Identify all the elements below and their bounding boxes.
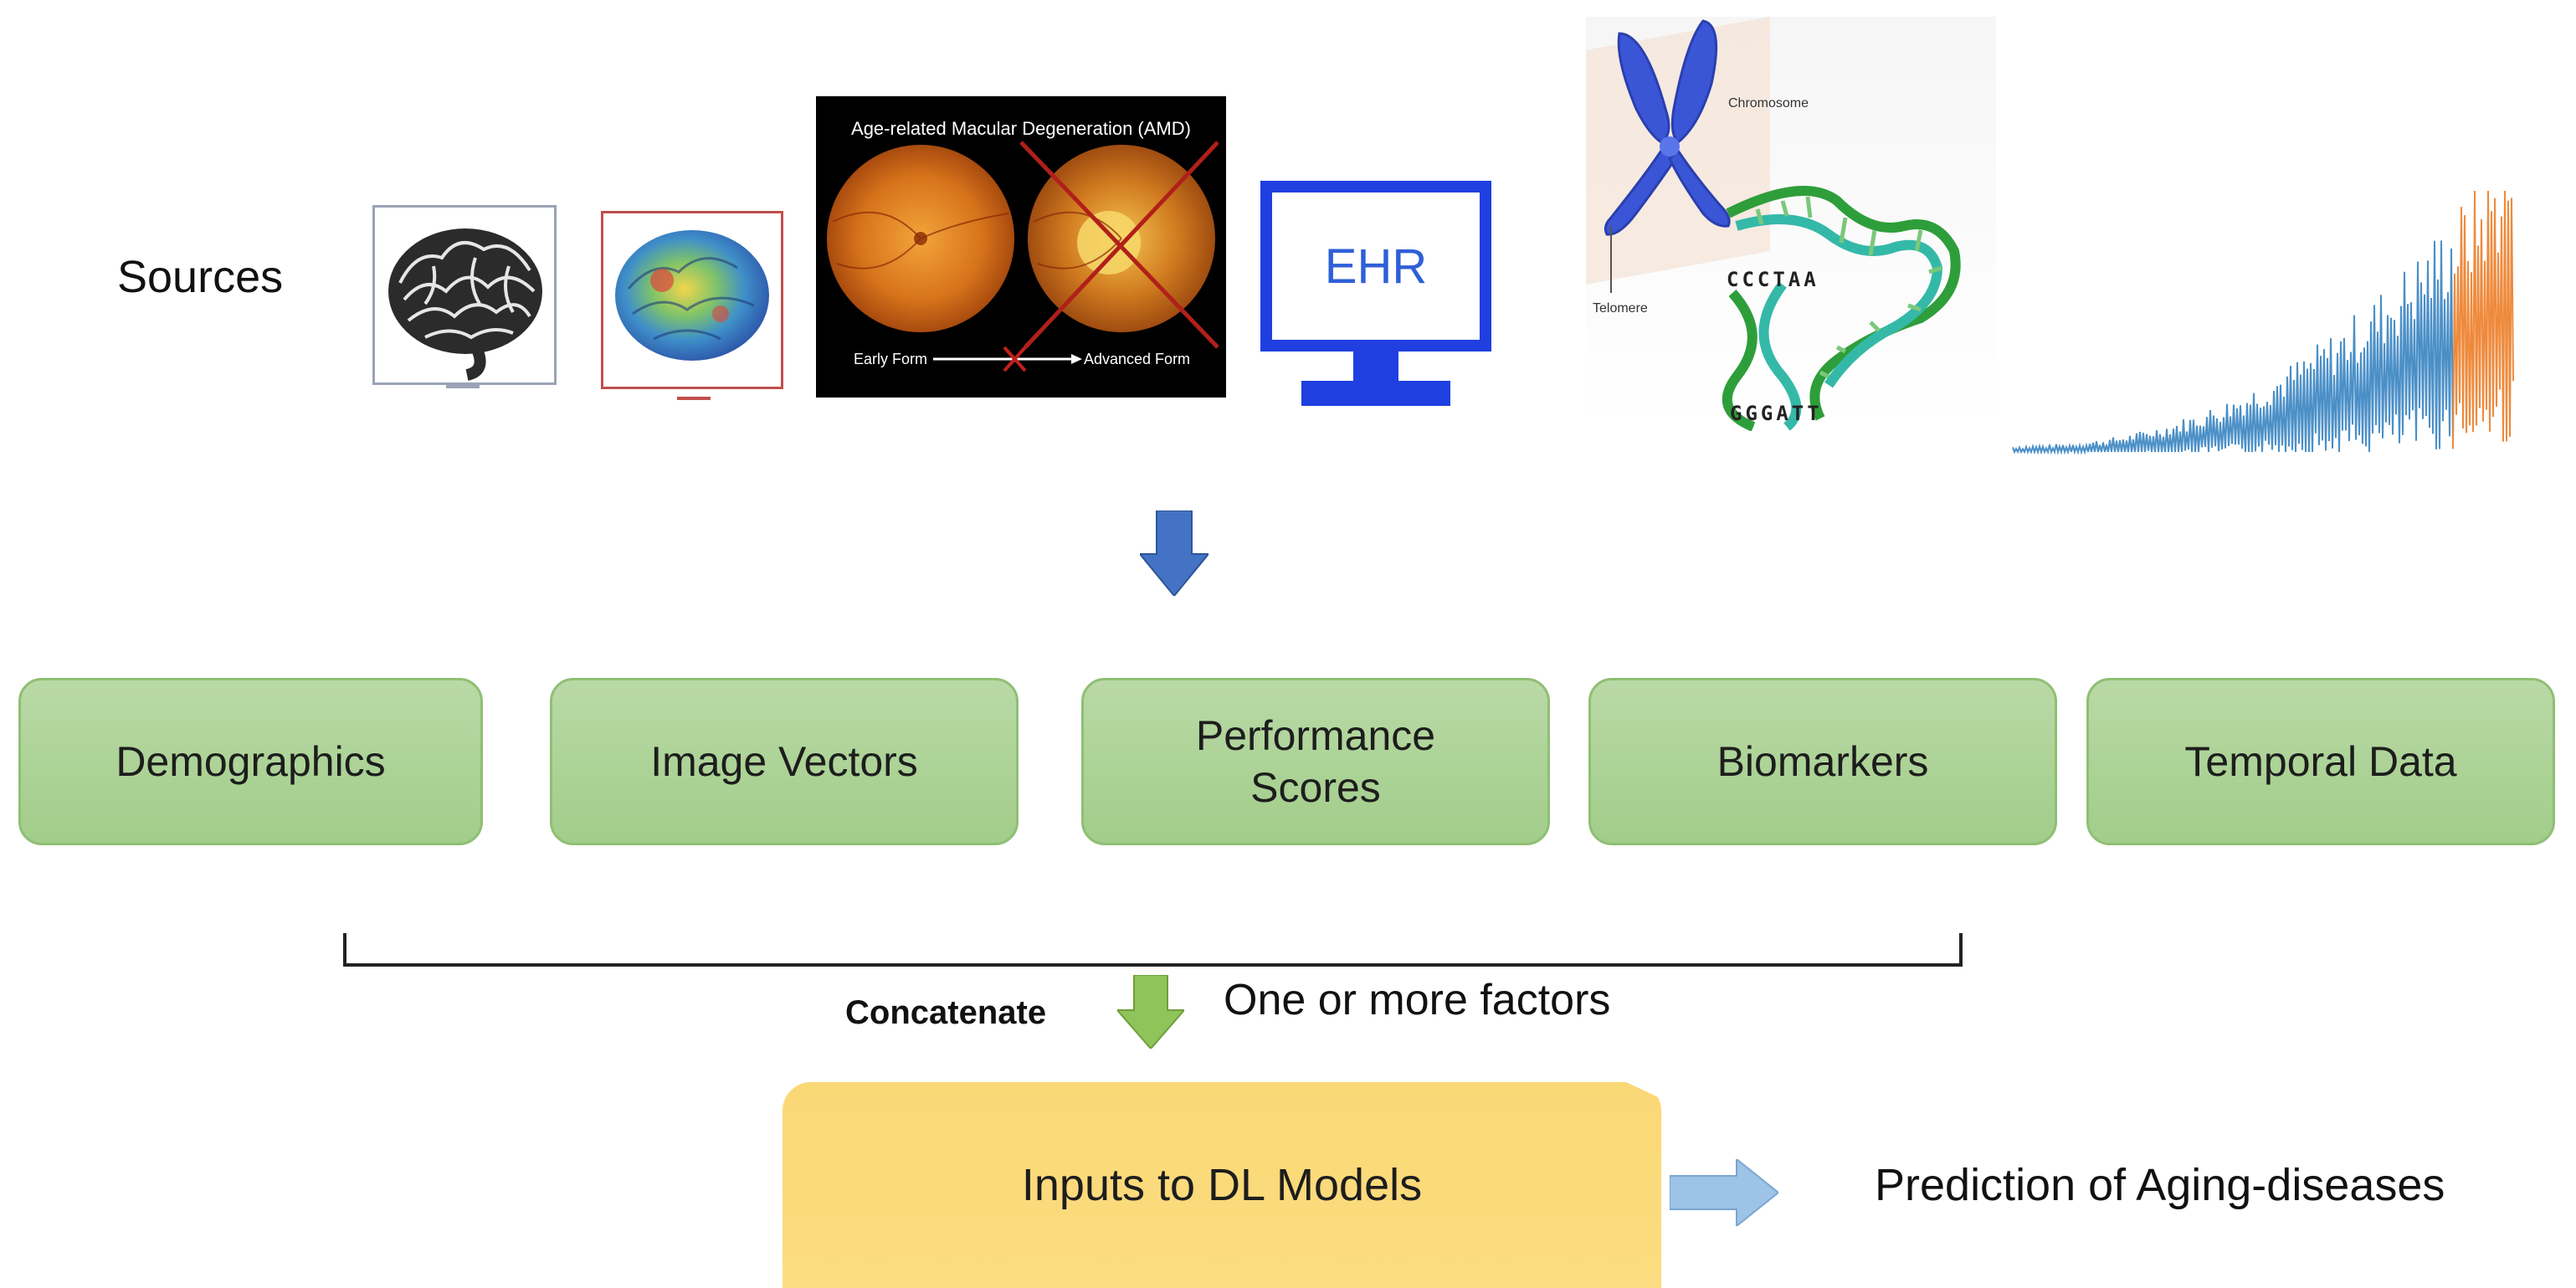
amd-early-label: Early Form [854, 351, 928, 367]
chromosome-label: Chromosome [1728, 96, 1809, 110]
factor-temporal-data: Temporal Data [2086, 678, 2555, 845]
dna-sequence-bottom: GGGATT [1730, 402, 1823, 425]
dna-sequence-top: CCCTAA [1727, 268, 1819, 291]
ehr-label: EHR [1324, 239, 1428, 294]
monitor-icon: EHR [1260, 180, 1492, 418]
amd-title: Age-related Macular Degeneration (AMD) [851, 118, 1191, 139]
series-history-line [2012, 240, 2454, 455]
chromosome-dna-icon: Chromosome Telomere CCCTAA GGGATT [1586, 17, 1996, 431]
concatenate-bracket [343, 933, 1963, 967]
factor-biomarkers: Biomarkers [1588, 678, 2057, 845]
factor-demographics: Demographics [18, 678, 483, 845]
brain-mri-icon [372, 205, 557, 388]
telomere-label: Telomere [1593, 301, 1648, 316]
right-arrow-icon [1670, 1159, 1778, 1226]
series-forecast-line [2452, 190, 2514, 449]
inputs-to-dl-models-box: Inputs to DL Models [783, 1082, 1661, 1288]
down-arrow-blue-icon [1140, 511, 1208, 596]
factor-label: Demographics [115, 737, 386, 785]
one-or-more-factors-label: One or more factors [1224, 976, 1611, 1024]
time-series-icon [2004, 184, 2523, 464]
factor-label: Biomarkers [1716, 737, 1929, 785]
factor-label: Performance Scores [1195, 711, 1436, 812]
factor-label: Image Vectors [650, 737, 918, 785]
factor-performance-scores: Performance Scores [1081, 678, 1550, 845]
inputs-label: Inputs to DL Models [1021, 1160, 1423, 1210]
factor-image-vectors: Image Vectors [550, 678, 1019, 845]
prediction-label: Prediction of Aging-diseases [1875, 1160, 2445, 1210]
retina-fundus-icon: Age-related Macular Degeneration (AMD) [816, 96, 1226, 398]
sources-label: Sources [117, 252, 284, 302]
amd-advanced-label: Advanced Form [1084, 351, 1191, 367]
down-arrow-green-icon [1117, 975, 1184, 1049]
concatenate-label: Concatenate [845, 994, 1047, 1031]
brain-heatmap-icon [601, 211, 783, 400]
factor-label: Temporal Data [2184, 737, 2457, 785]
